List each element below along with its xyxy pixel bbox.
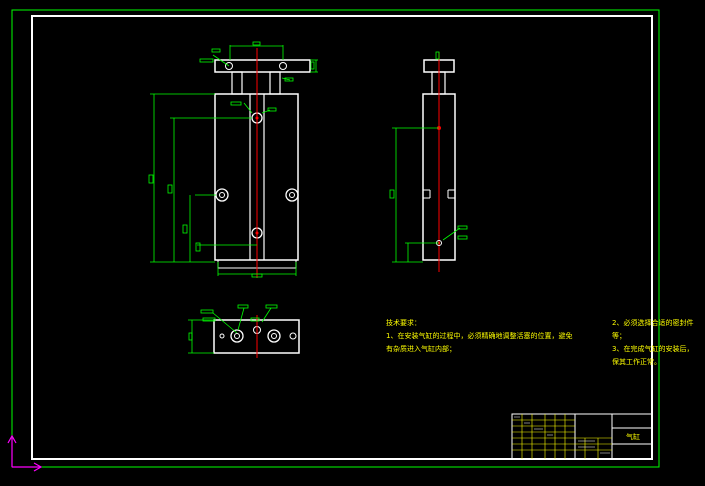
requirements-heading: 技术要求：: [386, 319, 421, 327]
requirement-2-line1: 2、必须选择合适的密封件: [612, 319, 694, 327]
requirement-1-line1: 1、在安装气缸的过程中，必须精确地调整活塞的位置，避免: [386, 332, 573, 340]
requirement-3-line2: 保其工作正常。: [612, 358, 661, 366]
side-view: [422, 52, 456, 272]
title-block-fill: [514, 416, 610, 454]
inner-frame: [31, 15, 653, 460]
requirement-2-line2: 等；: [612, 332, 626, 340]
requirement-3-line1: 3、在完成气缸的安装后，: [612, 345, 694, 353]
front-view-dimensions: [148, 41, 318, 278]
outer-frame: [11, 9, 660, 468]
top-view-dimensions: [188, 304, 278, 354]
part-name: 气缸: [626, 433, 640, 441]
ucs-axis-icon: [7, 434, 43, 472]
title-block: [511, 413, 653, 460]
side-view-dimensions: [389, 51, 468, 263]
requirement-1-line2: 有杂质进入气缸内部；: [386, 345, 456, 353]
top-view: [213, 315, 300, 358]
title-block-grid: [512, 414, 612, 459]
